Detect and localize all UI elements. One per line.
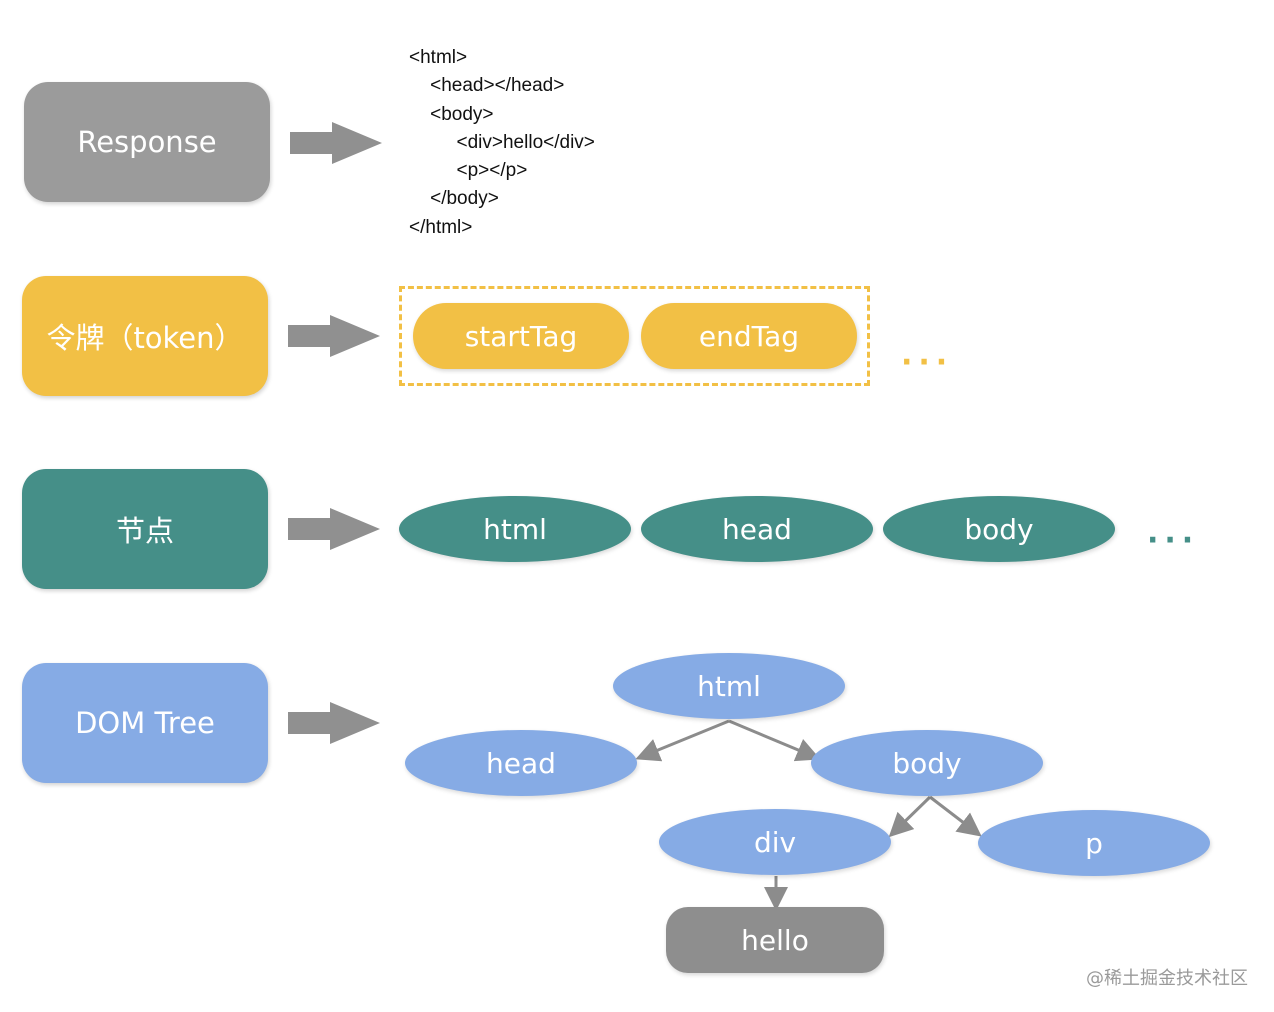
response-arrow-icon [290,122,382,164]
dom-arrow-icon [288,702,380,744]
node-oval-label: html [483,512,547,546]
response-stage-label: Response [77,125,217,159]
tree-node-p: p [978,810,1210,876]
dom-stage: DOM Tree [22,663,268,783]
node-oval: html [399,496,631,562]
node-oval-label: head [722,512,792,546]
node-stage: 节点 [22,469,268,589]
html-code-line: </body> [409,188,499,209]
html-code-line: </html> [409,217,473,238]
tree-node-label: head [486,746,556,780]
token-stage: 令牌（token） [22,276,268,396]
watermark: @稀土掘金技术社区 [1086,968,1248,989]
node-arrow-icon [288,508,380,550]
tree-node-div: div [659,809,891,875]
node-oval: head [641,496,873,562]
token-pill: startTag [413,303,629,369]
tree-node-label: body [892,746,962,780]
html-code-line: <body> [409,104,494,125]
edge-body-div [888,795,932,838]
token-pill-label: startTag [464,319,578,353]
edge-html-body [728,719,821,762]
tree-node-html: html [613,653,845,719]
html-code-line: <head></head> [409,75,565,96]
tree-node-head: head [405,730,637,796]
node-ellipsis: ··· [1147,523,1200,558]
token-pill-label: endTag [698,319,800,353]
edge-body-p [929,795,982,837]
response-stage: Response [24,82,270,202]
node-stage-label: 节点 [115,514,174,548]
tree-node-label: div [753,825,797,859]
tree-node-label: html [697,669,761,703]
token-pill: endTag [641,303,857,369]
html-code-line: <p></p> [409,160,528,181]
token-arrow-icon [288,315,380,357]
dom-stage-label: DOM Tree [75,706,215,740]
tree-node-body: body [811,730,1043,796]
tree-node-label: p [1085,826,1103,860]
token-stage-label: 令牌（token） [46,321,244,355]
token-ellipsis: ··· [901,345,954,380]
node-oval: body [883,496,1115,562]
token-group-box [399,286,870,386]
node-oval-label: body [964,512,1034,546]
tree-node-label: hello [741,923,809,957]
html-code-line: <div>hello</div> [409,132,595,153]
html-code-line: <html> [409,47,468,68]
tree-node-hello: hello [666,907,884,973]
edge-html-head [635,719,730,762]
